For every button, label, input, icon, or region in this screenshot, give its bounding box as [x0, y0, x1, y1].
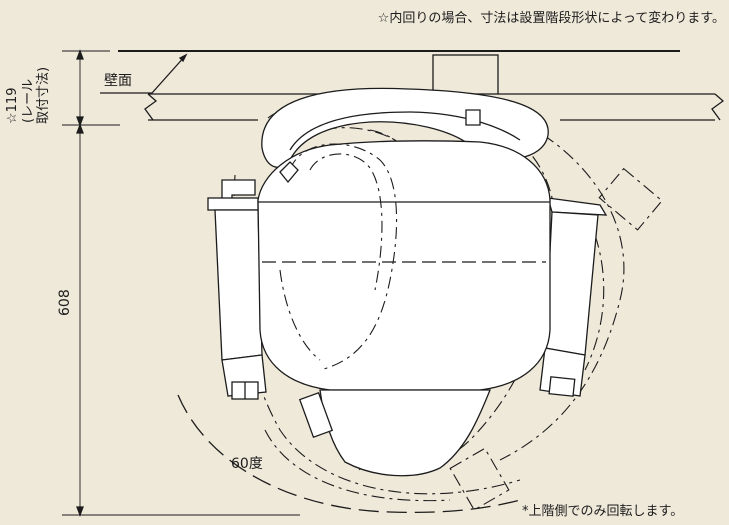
right-armrest [531, 183, 608, 397]
seat-body [257, 140, 551, 391]
rail-dimension-caption-2: 取付寸法) [36, 66, 51, 124]
dim-arrow-608-top [76, 123, 84, 134]
rail-break-right [711, 93, 725, 121]
dim-arrow-119-top [76, 49, 84, 60]
seat-back-bracket-left [279, 161, 299, 184]
wall-leader-line [100, 54, 187, 94]
folded-backrest-outline [279, 143, 398, 371]
seat-back-bracket-right [465, 109, 481, 126]
wall-label: 壁面 [104, 73, 132, 89]
foot-rest [319, 389, 491, 477]
rotation-angle-label: 60度 [231, 456, 263, 472]
rail-clamp [432, 54, 499, 95]
rail-dimension-label: ☆119 [5, 87, 20, 124]
rail-break-left [144, 93, 158, 121]
foot-rest-edge [298, 391, 334, 439]
height-dimension-label: 608 [57, 289, 73, 316]
rotation-angle-arc [177, 394, 521, 514]
installation-note: ☆内回りの場合、寸法は設置階段形状によって変わります。 [377, 11, 725, 26]
dim-arrow-119-bottom [76, 116, 84, 127]
wall-leader-arrow [178, 53, 188, 63]
rail-dimension-caption-1: (レール [21, 78, 36, 123]
rotation-note: *上階側でのみ回転します。 [522, 504, 684, 519]
dim-arrow-608-bottom [76, 506, 84, 517]
left-armrest [207, 179, 267, 400]
seat-back-inner [289, 111, 521, 151]
